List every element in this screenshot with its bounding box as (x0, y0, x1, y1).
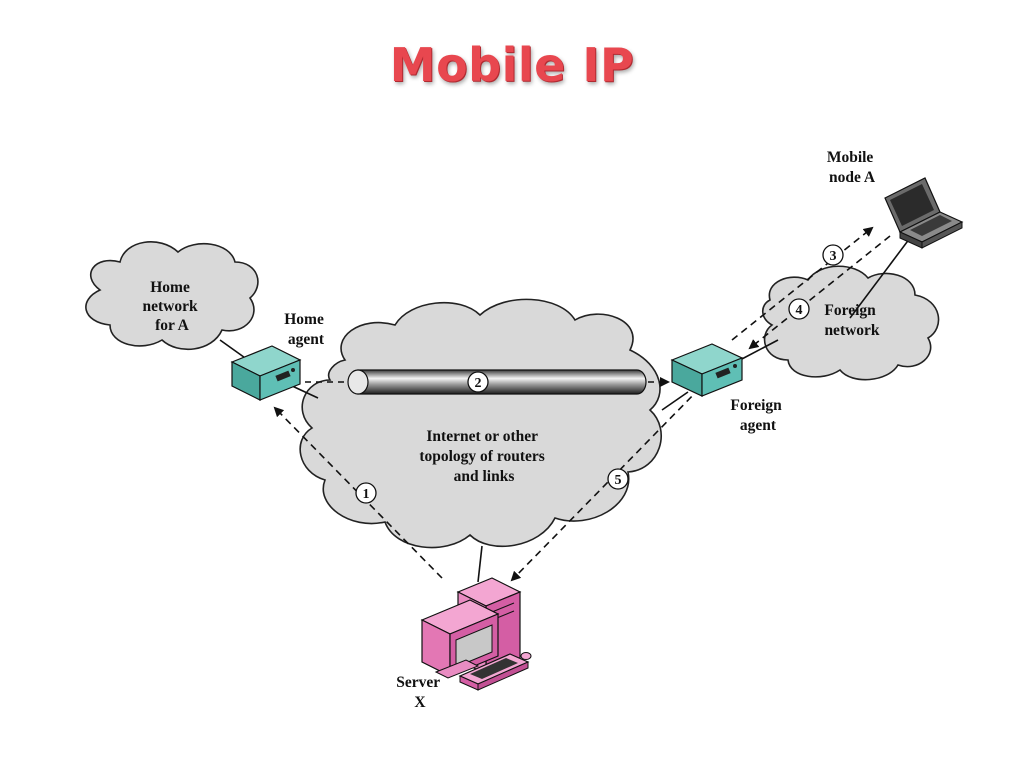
step-marker-1: 1 (355, 482, 377, 504)
home-network-cloud: Home network for A (85, 241, 259, 351)
internet-label-3: and links (454, 468, 515, 485)
svg-text:Internet or other topo: Internet or other topology of routers an… (419, 428, 548, 485)
mobile-node-label-2: node A (829, 169, 876, 186)
step-2-label: 2 (475, 376, 482, 391)
link-home-agent-internet (289, 384, 319, 399)
foreign-agent-label-2: agent (740, 417, 777, 434)
foreign-agent-label-1: Foreign (730, 397, 782, 414)
step-marker-4: 4 (788, 298, 810, 320)
arrow-step-4 (748, 235, 891, 350)
link-foreign-agent-foreign-network (739, 339, 779, 361)
step-marker-2: 2 (467, 371, 489, 393)
physical-links (219, 237, 911, 583)
home-agent-label-2: agent (288, 331, 325, 348)
arrow-step-5 (510, 387, 701, 582)
home-network-label-2: network (143, 298, 198, 315)
arrow-step-3 (731, 226, 874, 341)
foreign-agent-router-icon (670, 343, 744, 397)
home-agent-label-1: Home (284, 311, 324, 328)
arrow-step-1 (273, 406, 443, 579)
step-3-label: 3 (830, 249, 837, 264)
link-foreign-network-laptop (849, 237, 911, 319)
svg-text:Server X: Server X (396, 674, 443, 711)
foreign-network-label-2: network (824, 322, 879, 339)
foreign-network-label-1: Foreign (824, 302, 876, 319)
home-agent-router-icon (230, 345, 302, 401)
step-1-label: 1 (363, 487, 370, 502)
tunnel (305, 369, 670, 395)
step-markers: 1 2 3 4 5 (355, 244, 844, 504)
server-label-1: Server (396, 674, 440, 691)
internet-cloud: Internet or other topology of routers an… (299, 298, 662, 549)
mobile-node-label-1: Mobile (827, 149, 874, 166)
link-foreign-agent-internet (661, 391, 689, 411)
slide-title: Mobile IP (389, 38, 635, 92)
laptop-icon (884, 177, 964, 249)
step-4-label: 4 (796, 303, 803, 318)
home-network-label-3: for A (155, 317, 190, 334)
step-5-label: 5 (615, 473, 622, 488)
link-home-network-home-agent (219, 339, 249, 361)
home-network-label-1: Home (150, 279, 190, 296)
foreign-network-cloud: Foreign network (761, 265, 940, 381)
svg-text:Home network f: Home network for A (143, 279, 202, 334)
message-arrows (273, 226, 891, 582)
link-internet-server (477, 545, 483, 583)
server-label-2: X (414, 694, 426, 711)
svg-text:Foreign agent: Foreign agent (730, 397, 785, 434)
svg-text:Home agent: Home agent (284, 311, 327, 348)
internet-label-2: topology of routers (419, 448, 544, 465)
computer-server-icon (420, 577, 532, 691)
svg-text:Foreign network: Foreign network (824, 302, 880, 339)
step-marker-3: 3 (822, 244, 844, 266)
step-marker-5: 5 (607, 468, 629, 490)
internet-label-1: Internet or other (426, 428, 538, 445)
svg-text:Mobile node A: Mobile node A (827, 149, 877, 186)
